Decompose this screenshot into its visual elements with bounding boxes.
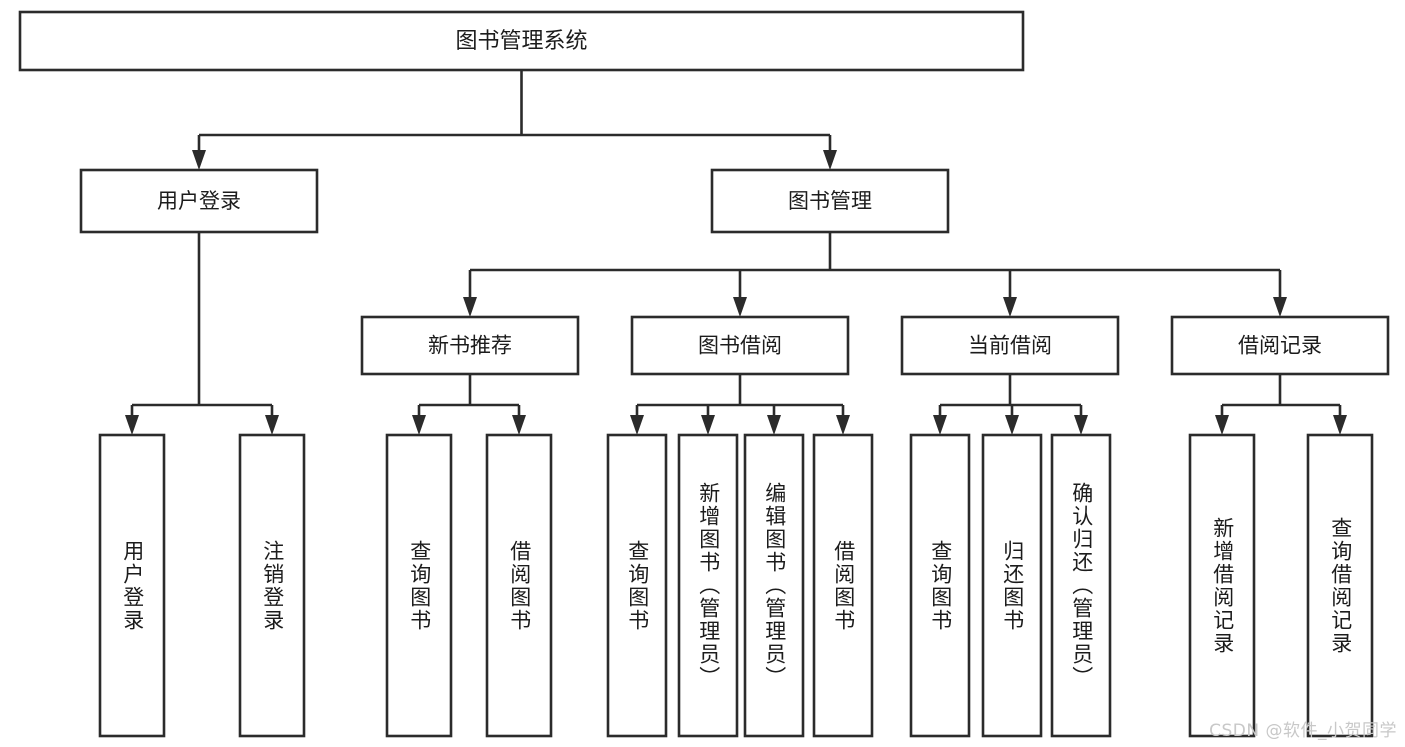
node-label-current-borrow: 当前借阅: [968, 334, 1052, 358]
arrow-down-icon: [630, 415, 644, 435]
node-label-book-manage: 图书管理: [788, 189, 872, 213]
node-label-new-book-recommend: 新书推荐: [428, 334, 512, 358]
arrow-down-icon: [265, 415, 279, 435]
arrow-down-icon: [192, 150, 206, 170]
arrow-down-icon: [933, 415, 947, 435]
node-box-leaf-confirm-return[interactable]: [1050, 433, 1112, 738]
arrow-down-icon: [767, 415, 781, 435]
arrow-down-icon: [1005, 415, 1019, 435]
arrow-down-icon: [412, 415, 426, 435]
node-label-borrow-record: 借阅记录: [1238, 334, 1322, 358]
node-box-leaf-edit-book[interactable]: [743, 433, 805, 738]
arrow-down-icon: [463, 297, 477, 317]
node-box-leaf-add-record[interactable]: [1188, 433, 1256, 738]
node-box-book-borrow[interactable]: [630, 315, 850, 376]
arrow-down-icon: [823, 150, 837, 170]
arrow-down-icon: [1215, 415, 1229, 435]
node-box-leaf-add-book[interactable]: [677, 433, 739, 738]
arrow-down-icon: [1074, 415, 1088, 435]
node-root-box[interactable]: [18, 10, 1025, 72]
node-box-current-borrow[interactable]: [900, 315, 1120, 376]
node-label-user-login: 用户登录: [157, 189, 241, 213]
node-box-user-login[interactable]: [79, 168, 319, 234]
node-box-leaf-user-logout[interactable]: [238, 433, 306, 738]
arrow-down-icon: [1333, 415, 1347, 435]
arrow-down-icon: [836, 415, 850, 435]
node-box-leaf-query-book-2[interactable]: [606, 433, 668, 738]
node-box-leaf-return-book[interactable]: [981, 433, 1043, 738]
node-box-leaf-query-book-3[interactable]: [909, 433, 971, 738]
arrow-down-icon: [733, 297, 747, 317]
node-box-leaf-query-book-1[interactable]: [385, 433, 453, 738]
arrow-down-icon: [1003, 297, 1017, 317]
watermark-label: CSDN @软件_小贺同学: [1209, 721, 1397, 741]
node-box-leaf-user-login[interactable]: [98, 433, 166, 738]
node-box-leaf-query-record[interactable]: [1306, 433, 1374, 738]
node-root-label: 图书管理系统: [455, 29, 587, 54]
node-box-borrow-record[interactable]: [1170, 315, 1390, 376]
arrow-down-icon: [512, 415, 526, 435]
node-box-leaf-borrow-book-2[interactable]: [812, 433, 874, 738]
arrow-down-icon: [1273, 297, 1287, 317]
arrow-down-icon: [701, 415, 715, 435]
node-box-book-manage[interactable]: [710, 168, 950, 234]
node-box-new-book-recommend[interactable]: [360, 315, 580, 376]
node-box-leaf-borrow-book-1[interactable]: [485, 433, 553, 738]
node-label-book-borrow: 图书借阅: [698, 334, 782, 358]
edges-layer: [125, 70, 1347, 435]
arrow-down-icon: [125, 415, 139, 435]
